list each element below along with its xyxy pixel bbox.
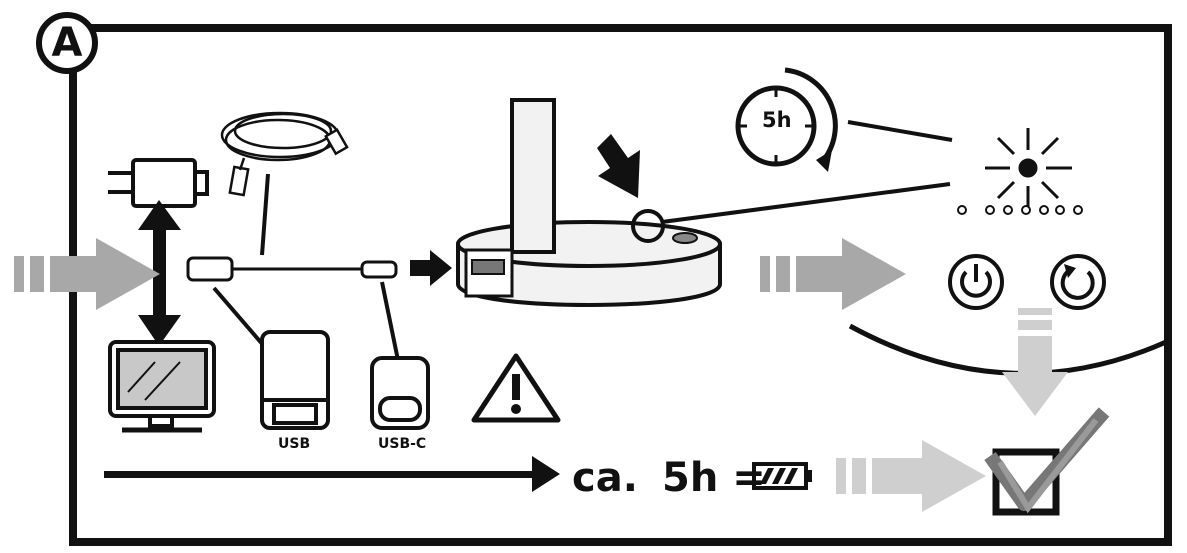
led-indicator-dots bbox=[957, 205, 1083, 215]
usbc-label: USB-C bbox=[378, 436, 427, 452]
double-arrow-icon bbox=[138, 200, 181, 346]
timer-5h-icon bbox=[735, 67, 838, 172]
power-icon bbox=[948, 254, 1004, 310]
down-flow-arrow bbox=[1002, 308, 1068, 416]
selection-arc bbox=[848, 323, 1168, 376]
usb-c-connector-icon bbox=[370, 356, 430, 430]
cable-pointer-line bbox=[260, 173, 270, 256]
battery-icon bbox=[752, 462, 812, 490]
output-flow-arrow bbox=[760, 238, 906, 310]
desk-lamp-icon bbox=[456, 98, 722, 307]
refresh-icon bbox=[1050, 254, 1106, 310]
coiled-cable-icon bbox=[220, 111, 349, 197]
ca-label: ca. bbox=[572, 455, 638, 501]
usb-label: USB bbox=[278, 436, 311, 452]
timer-label: 5h bbox=[762, 108, 792, 132]
input-flow-arrow bbox=[14, 238, 160, 310]
time-arrow bbox=[104, 456, 560, 492]
wall-adapter-icon bbox=[108, 158, 209, 208]
charge-time-label: 5h = bbox=[662, 455, 766, 501]
button-pointer-line bbox=[661, 182, 951, 224]
warning-triangle-icon bbox=[471, 353, 561, 423]
press-arrow-icon bbox=[597, 134, 640, 198]
usb-a-connector-icon bbox=[260, 330, 330, 430]
usbc-pointer-line bbox=[380, 281, 402, 371]
monitor-icon bbox=[108, 340, 216, 433]
blinking-light-icon bbox=[985, 128, 1072, 208]
checkbox-check-icon bbox=[984, 407, 1110, 516]
panel-label: A bbox=[36, 12, 98, 74]
timer-pointer-line bbox=[847, 120, 953, 142]
usb-cable-icon bbox=[186, 256, 398, 282]
insert-arrow-icon bbox=[410, 250, 452, 286]
result-flow-arrow bbox=[836, 440, 986, 512]
